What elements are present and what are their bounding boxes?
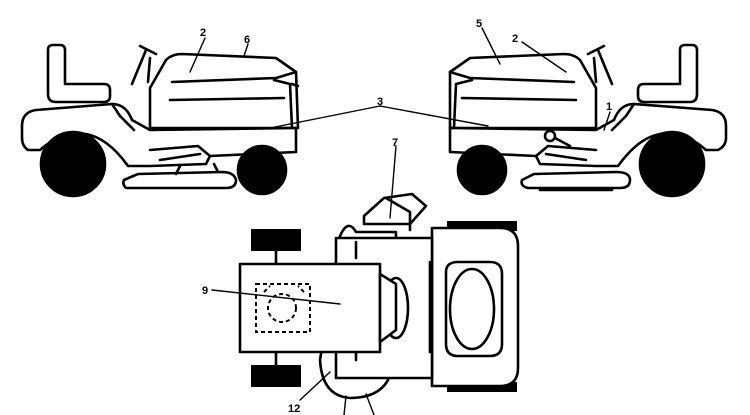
callout-3: 3 (377, 96, 383, 108)
front-wheel-top (251, 365, 301, 387)
steering-wheel (586, 44, 614, 86)
tractor-top-view (238, 192, 520, 400)
seat (636, 43, 699, 104)
callout-2-left: 2 (200, 27, 206, 39)
hood (448, 52, 598, 130)
callout-1: 1 (606, 101, 612, 113)
callout-2-right: 2 (512, 33, 518, 45)
front-wheel-top (251, 229, 301, 251)
tractor-side-view-right (448, 43, 728, 198)
throttle-knob (543, 129, 557, 143)
body-frame (20, 102, 298, 168)
steering-wheel (130, 44, 158, 86)
callout-5: 5 (476, 18, 482, 30)
discharge-chute (362, 192, 428, 226)
leader-lines (189, 27, 611, 415)
callout-7: 7 (392, 137, 398, 149)
callout-12: 12 (288, 403, 300, 415)
body-frame (448, 102, 728, 168)
hood (148, 52, 300, 130)
seat (46, 43, 112, 104)
mower-deck (122, 170, 238, 190)
callout-labels: 2 6 3 5 2 1 7 9 12 (200, 18, 612, 415)
tractor-side-view-left (20, 43, 300, 198)
engine-outline (255, 283, 311, 333)
mower-deck (520, 170, 632, 190)
callout-6: 6 (244, 34, 250, 46)
callout-9: 9 (202, 285, 208, 297)
